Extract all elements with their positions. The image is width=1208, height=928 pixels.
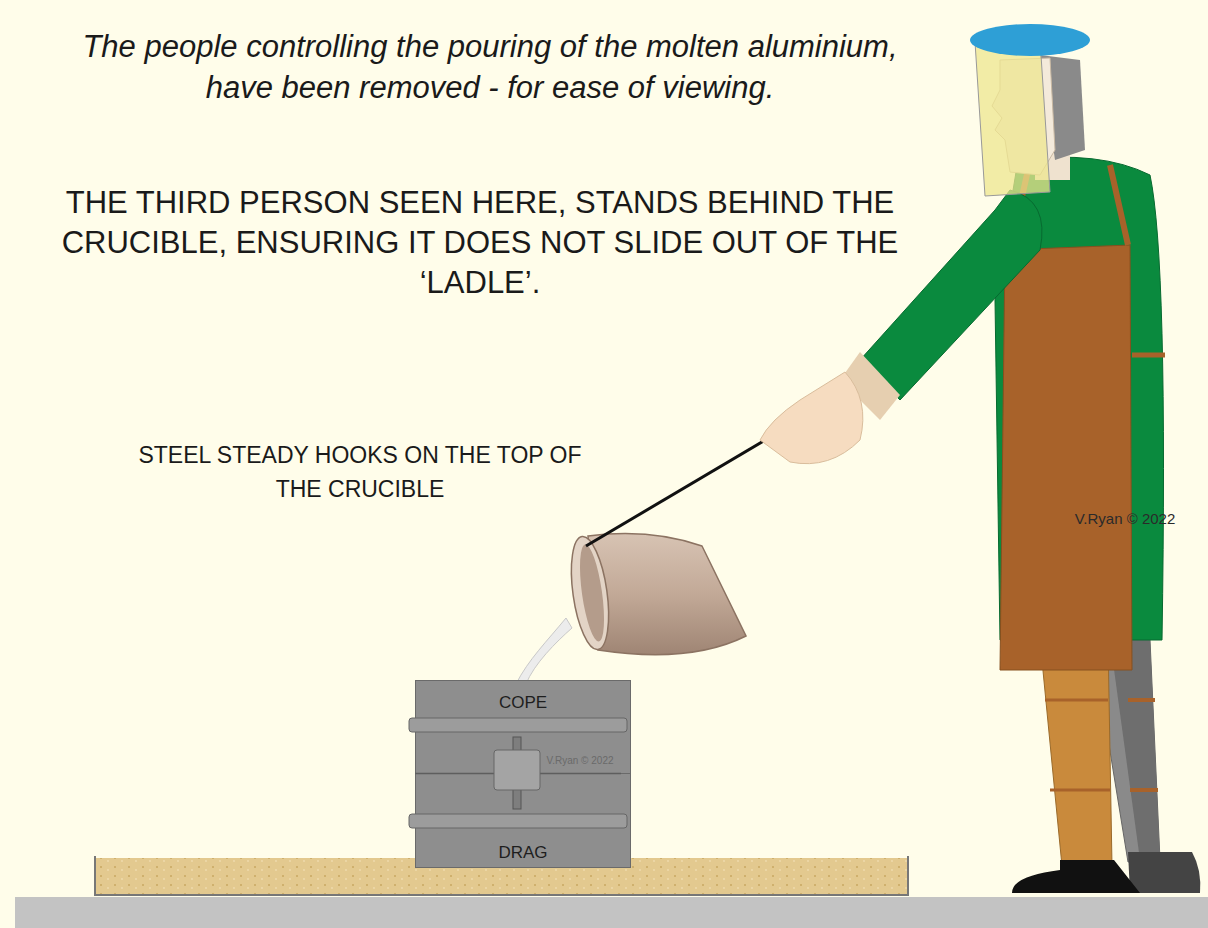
flask-band <box>409 718 627 732</box>
person <box>760 24 1200 893</box>
molten-aluminium-stream <box>516 618 572 684</box>
part-name: DRAG <box>416 843 630 863</box>
watermark: V.Ryan © 2022 <box>1060 510 1190 528</box>
pin-clamp <box>494 750 540 790</box>
floor <box>15 897 1208 928</box>
watermark: V.Ryan © 2022 <box>540 755 620 767</box>
callout-label: STEEL STEADY HOOKS ON THE TOP OF THE CRU… <box>120 438 600 506</box>
note-text: The people controlling the pouring of th… <box>50 26 930 108</box>
parting-line <box>415 773 621 775</box>
caption-text: THE THIRD PERSON SEEN HERE, STANDS BEHIN… <box>30 183 930 303</box>
flask-pin <box>513 737 521 809</box>
part-name: COPE <box>416 693 630 713</box>
flask-band <box>409 814 627 828</box>
drag-box: DRAG <box>415 773 631 868</box>
steady-hook-rod <box>586 436 772 546</box>
crucible <box>565 534 746 655</box>
